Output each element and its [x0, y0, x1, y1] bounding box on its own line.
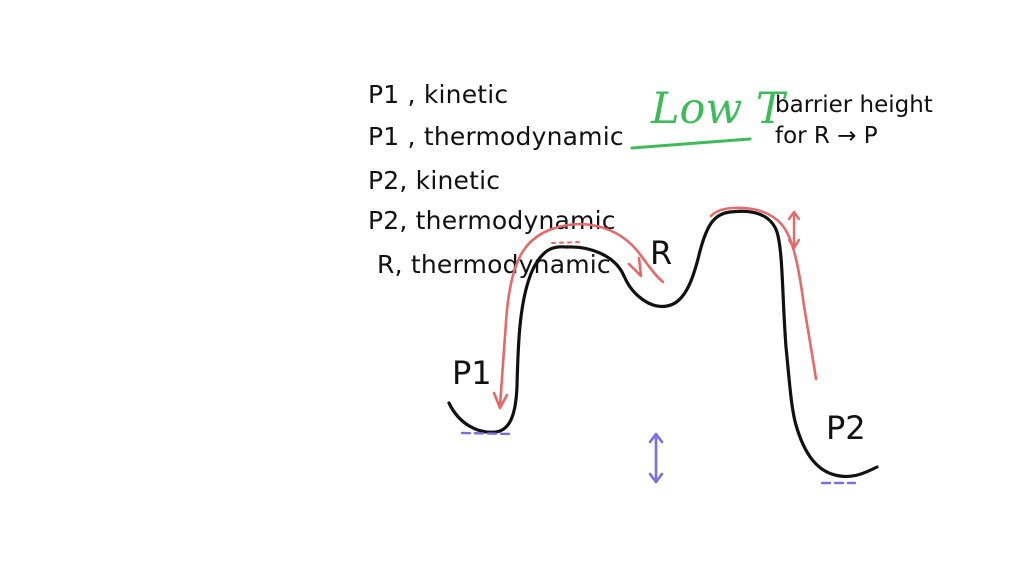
red-path-r-to-p1: [498, 222, 665, 408]
curve-label-r: R: [650, 234, 673, 272]
curve-label-p1: P1: [452, 354, 492, 392]
red-dashes-left-barrier: [551, 241, 583, 244]
purple-dashes-p1: [460, 431, 514, 436]
note-line-3: P2, kinetic: [368, 166, 501, 195]
barrier-height-note-line-2: for R → P: [775, 123, 878, 149]
curve-label-p2: P2: [826, 409, 866, 447]
red-path-right-barrier: [709, 206, 818, 381]
note-line-1: P1 , kinetic: [368, 80, 509, 109]
red-arrowhead-mid: [627, 256, 643, 278]
note-line-4: P2, thermodynamic: [368, 206, 616, 235]
note-line-5: R, thermodynamic: [377, 250, 611, 279]
heading-underline: [630, 137, 752, 150]
energy-curve: [447, 209, 879, 479]
purple-energy-difference-arrow: [648, 432, 664, 484]
red-arrowhead-left: [492, 391, 509, 410]
note-line-2: P1 , thermodynamic: [368, 122, 624, 151]
heading-low-t: Low T: [651, 84, 785, 134]
barrier-height-arrow: [787, 210, 801, 250]
barrier-height-note-line-1: barrier height: [775, 92, 933, 118]
